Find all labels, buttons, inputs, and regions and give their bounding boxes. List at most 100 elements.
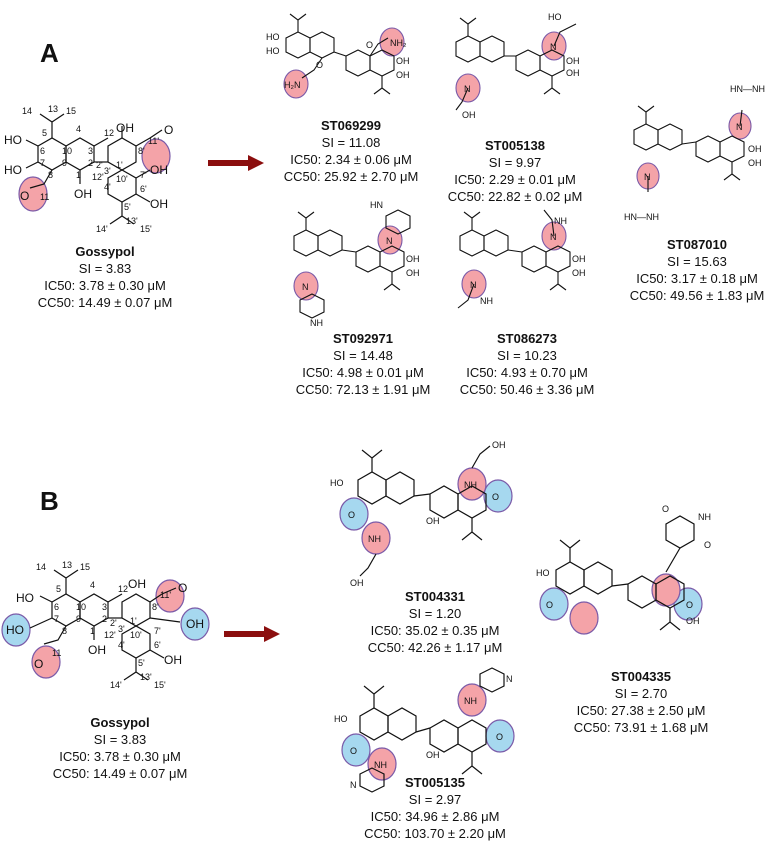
svg-text:3': 3' [118, 624, 125, 634]
svg-text:11': 11' [160, 590, 171, 600]
svg-text:15': 15' [154, 680, 166, 690]
svg-text:O: O [350, 746, 357, 756]
st092971-data: ST092971 SI = 14.48 IC50: 4.98 ± 0.01 μM… [288, 330, 438, 398]
svg-text:OH: OH [128, 577, 146, 591]
svg-text:O: O [178, 581, 187, 595]
svg-text:N: N [550, 232, 557, 242]
svg-text:O: O [686, 600, 693, 610]
svg-text:O: O [316, 60, 323, 70]
svg-text:OH: OH [492, 440, 506, 450]
svg-text:H₂N: H₂N [284, 80, 301, 90]
svg-text:5: 5 [56, 584, 61, 594]
svg-text:OH: OH [748, 158, 762, 168]
svg-text:10': 10' [130, 630, 142, 640]
svg-text:N: N [350, 780, 357, 790]
svg-text:OH: OH [572, 268, 586, 278]
svg-text:7': 7' [154, 626, 161, 636]
cc50-value: CC50: 72.13 ± 1.91 μM [295, 382, 431, 397]
svg-text:O: O [546, 600, 553, 610]
cc50-value: CC50: 42.26 ± 1.17 μM [367, 640, 503, 655]
svg-text:OH: OH [164, 653, 182, 667]
svg-text:O: O [34, 657, 43, 671]
svg-text:4': 4' [118, 640, 125, 650]
svg-text:12': 12' [104, 630, 116, 640]
svg-text:6: 6 [54, 602, 59, 612]
svg-text:OH: OH [186, 617, 204, 631]
svg-text:N: N [464, 84, 471, 94]
svg-text:O: O [704, 540, 711, 550]
compound-name: ST069299 [321, 118, 381, 133]
gossypol-data-b: Gossypol SI = 3.83 IC50: 3.78 ± 0.30 μM … [40, 714, 200, 782]
cc50-value: CC50: 22.82 ± 0.02 μM [447, 189, 583, 204]
svg-text:1: 1 [90, 626, 95, 636]
ic50-value: IC50: 3.17 ± 0.18 μM [636, 271, 758, 286]
panel-letter-a: A [40, 38, 59, 68]
ic50-value: IC50: 34.96 ± 2.86 μM [370, 809, 500, 824]
arrow-a [208, 155, 264, 171]
svg-text:OH: OH [748, 144, 762, 154]
ic50-value: IC50: 2.34 ± 0.06 μM [290, 152, 412, 167]
svg-text:13: 13 [62, 560, 72, 570]
svg-text:1': 1' [130, 616, 137, 626]
svg-text:OH: OH [462, 110, 476, 120]
compound-name: ST086273 [497, 331, 557, 346]
svg-text:8: 8 [48, 170, 53, 180]
svg-text:12': 12' [92, 172, 104, 182]
svg-text:5': 5' [124, 202, 131, 212]
svg-text:O: O [164, 123, 173, 137]
svg-text:NH: NH [374, 760, 387, 770]
svg-text:N: N [550, 42, 557, 52]
svg-text:NH: NH [464, 696, 477, 706]
svg-text:14: 14 [22, 106, 32, 116]
svg-text:O: O [492, 492, 499, 502]
svg-text:5: 5 [42, 128, 47, 138]
compound-name: ST004335 [611, 669, 671, 684]
cc50-value: CC50: 73.91 ± 1.68 μM [573, 720, 709, 735]
svg-text:O: O [20, 189, 29, 203]
svg-text:OH: OH [406, 254, 420, 264]
svg-text:1': 1' [116, 160, 123, 170]
svg-text:15: 15 [80, 562, 90, 572]
svg-text:OH: OH [74, 187, 92, 201]
svg-text:11': 11' [148, 136, 159, 146]
si-value: SI = 15.63 [667, 254, 727, 269]
svg-text:3: 3 [102, 602, 107, 612]
svg-text:4: 4 [90, 580, 95, 590]
svg-text:HO: HO [4, 163, 22, 177]
si-value: SI = 3.83 [78, 261, 132, 276]
si-value: SI = 11.08 [321, 135, 381, 150]
svg-text:2: 2 [88, 158, 93, 168]
gossypol-data-a: Gossypol SI = 3.83 IC50: 3.78 ± 0.30 μM … [25, 243, 185, 311]
svg-text:12: 12 [118, 584, 128, 594]
svg-text:OH: OH [116, 121, 134, 135]
si-value: SI = 3.83 [93, 732, 147, 747]
svg-text:15': 15' [140, 224, 152, 234]
svg-text:1: 1 [76, 170, 81, 180]
svg-text:N: N [302, 282, 309, 292]
svg-text:NH: NH [480, 296, 493, 306]
svg-text:NH: NH [698, 512, 711, 522]
svg-text:O: O [496, 732, 503, 742]
ic50-value: IC50: 27.38 ± 2.50 μM [576, 703, 706, 718]
svg-text:HO: HO [6, 623, 24, 637]
svg-text:14': 14' [110, 680, 122, 690]
svg-text:NH: NH [554, 216, 567, 226]
compound-name: Gossypol [90, 715, 150, 730]
svg-text:HN—NH: HN—NH [624, 212, 659, 222]
st005135-data: ST005135 SI = 2.97 IC50: 34.96 ± 2.86 μM… [360, 774, 510, 842]
svg-text:11: 11 [52, 648, 61, 658]
svg-text:HO: HO [16, 591, 34, 605]
svg-text:HN: HN [370, 200, 383, 210]
svg-text:OH: OH [426, 516, 440, 526]
si-value: SI = 2.70 [614, 686, 668, 701]
svg-text:9: 9 [62, 158, 67, 168]
svg-text:12: 12 [104, 128, 114, 138]
svg-text:8': 8' [152, 602, 159, 612]
svg-text:OH: OH [88, 643, 106, 657]
